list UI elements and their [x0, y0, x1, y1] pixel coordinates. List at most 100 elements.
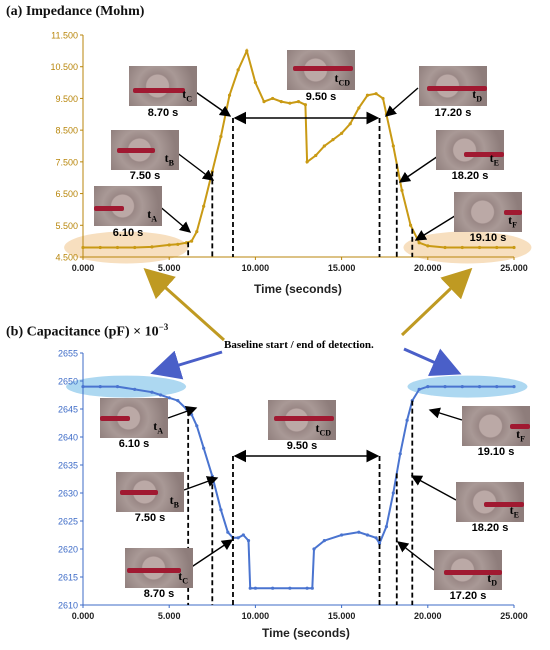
panel-b-title: (b) Capacitance (pF) × 10−3	[6, 322, 168, 341]
panel-b-xlabel: Time (seconds)	[262, 626, 350, 640]
data-point-b-8	[184, 407, 189, 411]
data-point-b-6	[167, 396, 171, 400]
xtick-label-a-2: 10.000	[242, 263, 270, 273]
data-point-b-3	[133, 387, 137, 391]
data-point-b-43	[512, 385, 516, 389]
data-point-b-0	[81, 385, 85, 389]
snapshot-b-tE: tE	[456, 482, 524, 522]
data-point-a-6	[176, 242, 180, 246]
panel-a-title: (a) Impedance (Mohm)	[6, 4, 145, 19]
time-a-tF: 19.10 s	[469, 232, 507, 244]
data-point-b-21	[271, 586, 275, 590]
pointer-arrow-b-1	[183, 476, 219, 491]
pointer-arrow-b-2	[189, 539, 234, 569]
snapshot-a-tB: tB	[111, 130, 179, 170]
data-point-b-17	[241, 533, 245, 537]
data-point-b-39	[443, 385, 447, 389]
data-point-b-30	[374, 536, 378, 540]
data-point-a-14	[236, 68, 240, 72]
data-point-a-16	[253, 80, 257, 85]
data-point-b-13	[219, 508, 223, 512]
data-point-a-0	[81, 245, 85, 250]
data-point-a-43	[512, 245, 516, 250]
data-point-a-5	[167, 243, 171, 247]
ytick-label-a-4: 8.500	[55, 126, 78, 136]
pointer-arrow-a-0	[157, 204, 192, 233]
data-point-b-10	[195, 424, 199, 428]
time-a-tD: 17.20 s	[434, 107, 472, 119]
data-point-a-23	[305, 160, 309, 164]
callout-arrow-blue-left	[150, 350, 223, 380]
ytick-label-b-2: 2620	[58, 545, 78, 555]
callout-arrow-gold-right	[400, 267, 473, 337]
data-point-b-25	[312, 547, 316, 551]
xtick-label-b-4: 20.000	[414, 611, 442, 621]
ytick-label-b-5: 2635	[58, 461, 78, 471]
panel-b-xlabel-main: Time	[262, 626, 290, 640]
ytick-label-a-3: 7.500	[55, 157, 78, 167]
time-b-tB: 7.50 s	[134, 512, 166, 524]
data-point-b-37	[417, 387, 421, 391]
data-point-a-32	[381, 96, 385, 101]
time-a-tB: 7.50 s	[129, 170, 161, 182]
xtick-label-a-3: 15.000	[328, 263, 356, 273]
data-point-b-22	[288, 586, 292, 590]
callout-arrow-blue-right	[403, 347, 462, 377]
data-point-a-27	[340, 131, 344, 135]
snapshot-a-tCD: tCD	[287, 50, 355, 90]
ytick-label-b-6: 2640	[58, 433, 78, 443]
data-point-a-4	[150, 245, 154, 249]
data-point-a-19	[279, 100, 283, 104]
xtick-label-b-1: 5.000	[158, 611, 181, 621]
data-point-a-36	[408, 223, 413, 227]
panel-a-xlabel: Time (seconds)	[254, 282, 342, 296]
data-point-a-12	[219, 134, 223, 139]
data-point-a-3	[133, 245, 137, 250]
pointer-arrow-b-0	[167, 406, 198, 419]
data-point-b-38	[426, 385, 430, 389]
xtick-label-b-3: 15.000	[328, 611, 356, 621]
time-b-tCD: 9.50 s	[286, 440, 318, 452]
data-point-b-5	[158, 393, 163, 397]
data-point-a-10	[202, 204, 206, 208]
data-point-a-1	[98, 245, 102, 250]
data-point-b-4	[150, 390, 154, 394]
time-b-tE: 18.20 s	[471, 522, 509, 534]
ytick-label-b-1: 2615	[58, 573, 78, 583]
data-point-a-15	[245, 49, 249, 53]
ytick-label-a-0: 4.500	[55, 253, 78, 263]
panel-b-title-text: (b) Capacitance (pF) × 10	[6, 324, 159, 340]
data-point-b-19	[248, 586, 252, 590]
data-point-a-26	[331, 138, 335, 142]
data-point-a-8	[190, 239, 194, 243]
data-point-a-2	[115, 245, 120, 250]
data-point-b-33	[391, 491, 395, 495]
data-point-a-29	[357, 106, 361, 110]
data-point-b-27	[340, 533, 344, 537]
time-b-tA: 6.10 s	[118, 438, 150, 450]
data-point-a-20	[288, 101, 292, 105]
data-point-a-39	[443, 245, 447, 250]
time-b-tC: 8.70 s	[143, 588, 175, 600]
time-b-tF: 19.10 s	[477, 446, 515, 458]
data-point-b-1	[98, 385, 102, 389]
data-point-a-28	[348, 122, 352, 126]
snapshot-a-tF: tF	[454, 192, 522, 232]
panel-a-xlabel-main: Time	[254, 282, 282, 296]
callout-arrow-gold-left	[143, 267, 226, 342]
data-point-b-32	[384, 525, 389, 529]
snapshot-b-tB: tB	[116, 472, 184, 512]
data-point-b-2	[115, 385, 120, 389]
ytick-label-a-7: 11.500	[51, 31, 78, 41]
time-a-tCD: 9.50 s	[305, 91, 337, 103]
pointer-arrow-a-5	[414, 213, 459, 241]
data-point-b-20	[253, 586, 257, 590]
data-point-b-28	[357, 530, 361, 534]
xtick-label-a-0: 0.000	[72, 263, 95, 273]
ytick-label-b-4: 2630	[58, 489, 78, 499]
data-point-b-7	[176, 399, 180, 403]
data-point-a-13	[227, 93, 232, 97]
data-point-a-37	[417, 241, 421, 245]
data-point-b-26	[322, 539, 326, 543]
